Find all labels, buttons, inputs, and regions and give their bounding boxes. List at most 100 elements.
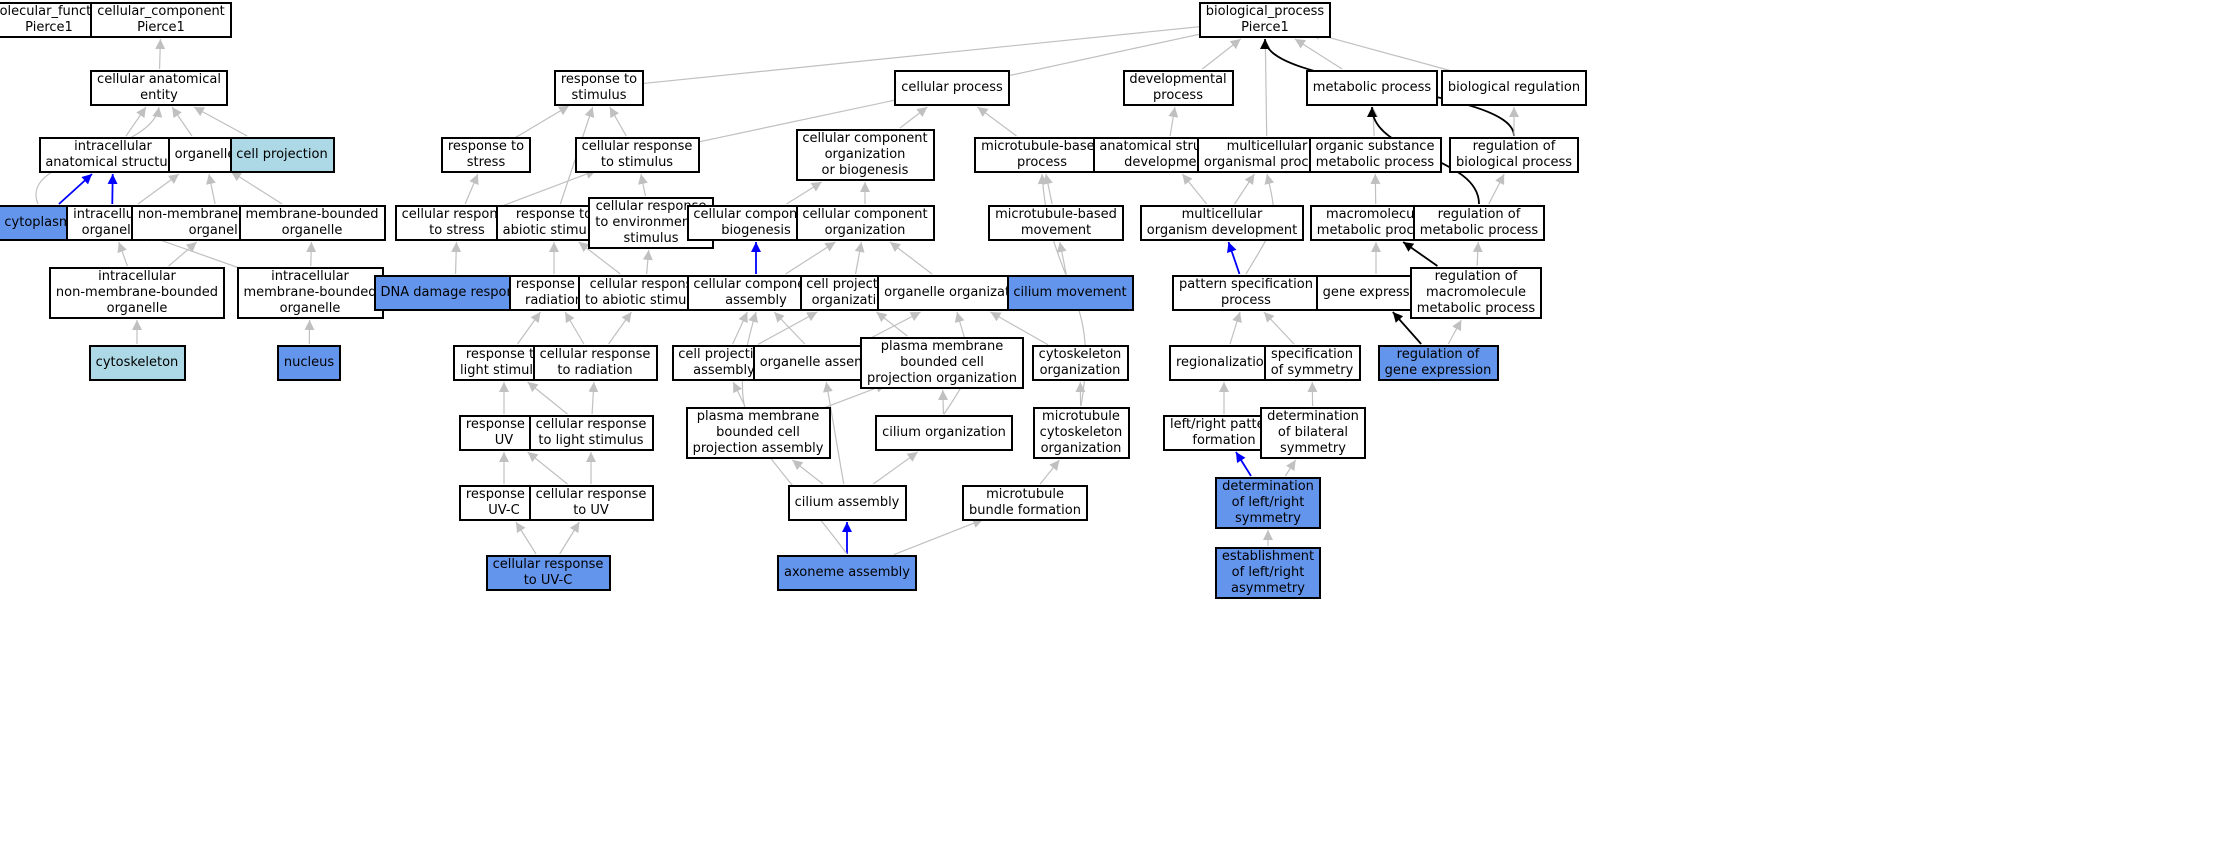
edge-rmmp-to-rmp	[1472, 241, 1483, 267]
edge-aa-to-mbf	[893, 518, 984, 556]
node-ccob: cellular component organization or bioge…	[795, 129, 935, 181]
edge-mp-to-bp	[1294, 38, 1343, 70]
node-cso: cytoskeleton organization	[1031, 345, 1129, 381]
node-ca: cilium assembly	[787, 485, 907, 521]
edge-dlrs-to-dbs	[1284, 459, 1297, 477]
edge-mtbm-to-mtbp	[1043, 173, 1053, 205]
node-imbo: intracellular membrane-bounded organelle	[236, 267, 384, 319]
node-dp: developmental process	[1122, 70, 1234, 106]
node-cco: cellular component organization	[795, 205, 935, 241]
edge-mod-to-mop	[1234, 173, 1255, 205]
node-crtr: cellular response to radiation	[532, 345, 658, 381]
edge-mop-to-bp	[1260, 38, 1271, 137]
edge-inmbo-to-nmbo	[168, 241, 198, 267]
node-mbo: membrane-bounded organelle	[238, 205, 386, 241]
edge-crtuvc-to-rtuvc	[515, 521, 537, 555]
edge-oo-to-cco	[889, 241, 933, 275]
node-rts: response to stimulus	[554, 70, 644, 106]
edge-crtstress-to-crts	[497, 169, 597, 209]
edge-mtbp-to-cp	[977, 106, 1017, 137]
node-mp: metabolic process	[1306, 70, 1438, 106]
edge-cpo-to-cco	[854, 241, 865, 275]
node-sos: specification of symmetry	[1263, 345, 1361, 381]
edge-cae-to-cc	[155, 38, 166, 70]
edge-cpa-to-cca	[732, 311, 748, 345]
node-ias: intracellular anatomical structure	[38, 137, 188, 173]
node-pmbcpo: plasma membrane bounded cell projection …	[860, 337, 1024, 389]
node-bp: biological_process Pierce1	[1199, 2, 1331, 38]
edge-ias-to-cae	[125, 106, 147, 137]
node-rmmp: regulation of macromolecule metabolic pr…	[1410, 267, 1542, 319]
node-cp: cellular process	[894, 70, 1010, 106]
edge-ddr-to-crtstress	[451, 241, 462, 275]
edge-nmbo-to-org	[206, 173, 216, 205]
edge-cm-to-mtbm	[1056, 241, 1067, 275]
node-crtuv: cellular response to UV	[528, 485, 654, 521]
node-rtstress: response to stress	[441, 137, 531, 173]
edge-ca-to-co	[872, 451, 919, 485]
edge-cproj-to-cae	[193, 106, 248, 137]
edge-crtuv-to-rtuv	[527, 451, 568, 485]
edge-psp-to-mod	[1227, 241, 1241, 275]
edge-crtls-to-crtr	[588, 381, 599, 415]
edge-imbo-to-mbo	[306, 241, 317, 267]
node-cc: cellular_component Pierce1	[90, 2, 232, 38]
edge-cca-to-cco	[785, 241, 836, 275]
edge-pmbcpa-to-cpa	[732, 381, 746, 407]
node-psp: pattern specification process	[1172, 275, 1320, 311]
edge-asd-to-dp	[1168, 106, 1179, 137]
edge-ccob-to-cp	[899, 106, 928, 129]
node-co: cilium organization	[875, 415, 1013, 451]
node-rge: regulation of gene expression	[1377, 345, 1499, 381]
edge-dlrs-to-lrpf	[1235, 451, 1252, 477]
edge-br-to-bp	[1309, 30, 1466, 76]
node-mod: multicellular organism development	[1140, 205, 1304, 241]
edge-crtes-to-crts	[638, 173, 648, 197]
edge-pmbcpo-to-cpo	[876, 311, 908, 337]
edge-org-to-cae	[171, 106, 193, 137]
edge-rtstress-to-rts	[514, 105, 570, 139]
edge-rmmp-to-mmp	[1402, 241, 1438, 267]
node-rmp: regulation of metabolic process	[1413, 205, 1545, 241]
edge-ca-to-oa	[823, 381, 845, 485]
edge-cyto-to-ias	[58, 173, 93, 205]
edge-reg-to-psp	[1229, 311, 1242, 345]
edge-crtuvc-to-crtuv	[559, 521, 580, 555]
node-rbp: regulation of biological process	[1449, 137, 1579, 173]
edge-crtr-to-crtas	[608, 311, 632, 345]
edge-icorg-to-org	[137, 173, 180, 205]
node-mtbm: microtubule-based movement	[988, 205, 1124, 241]
node-pmbcpa: plasma membrane bounded cell projection …	[685, 407, 831, 459]
edge-crtas-to-rtas	[578, 241, 621, 275]
node-crtuvc: cellular response to UV-C	[485, 555, 611, 591]
edge-crtas-to-crtes	[642, 249, 653, 275]
edge-ccb-to-ccob	[786, 181, 823, 205]
node-cae: cellular anatomical entity	[90, 70, 228, 106]
edge-crtls-to-rtls	[527, 381, 568, 415]
node-reg: regionalization	[1169, 345, 1279, 381]
node-cm: cilium movement	[1006, 275, 1134, 311]
edge-rmp-to-rbp	[1488, 173, 1505, 205]
node-aa: axoneme assembly	[777, 555, 917, 591]
node-cytsk: cytoskeleton	[88, 345, 186, 381]
edge-crts-to-cp	[677, 93, 916, 147]
edge-ca-to-pmbcpa	[791, 459, 824, 485]
node-br: biological regulation	[1441, 70, 1587, 106]
node-mbf: microtubule bundle formation	[962, 485, 1088, 521]
node-crtls: cellular response to light stimulus	[528, 415, 654, 451]
edge-cp-to-bp	[988, 27, 1221, 81]
edge-mbo-to-org	[230, 171, 283, 205]
edge-mod-to-asd	[1181, 173, 1208, 205]
node-mco: microtubule cytoskeleton organization	[1032, 407, 1130, 459]
edge-sos-to-psp	[1263, 311, 1295, 345]
edge-crtstress-to-rtstress	[464, 173, 479, 205]
node-dbs: determination of bilateral symmetry	[1260, 407, 1366, 459]
edge-crts-to-rts	[609, 106, 627, 137]
edge-rge-to-rmmp	[1447, 319, 1462, 345]
node-elra: establishment of left/right asymmetry	[1215, 547, 1321, 599]
node-cyto: cytoplasm	[0, 205, 79, 241]
edge-inmbo-to-icorg	[117, 241, 128, 267]
edge-cpa-to-cpo	[757, 311, 818, 345]
node-osmp: organic substance metabolic process	[1308, 137, 1442, 173]
